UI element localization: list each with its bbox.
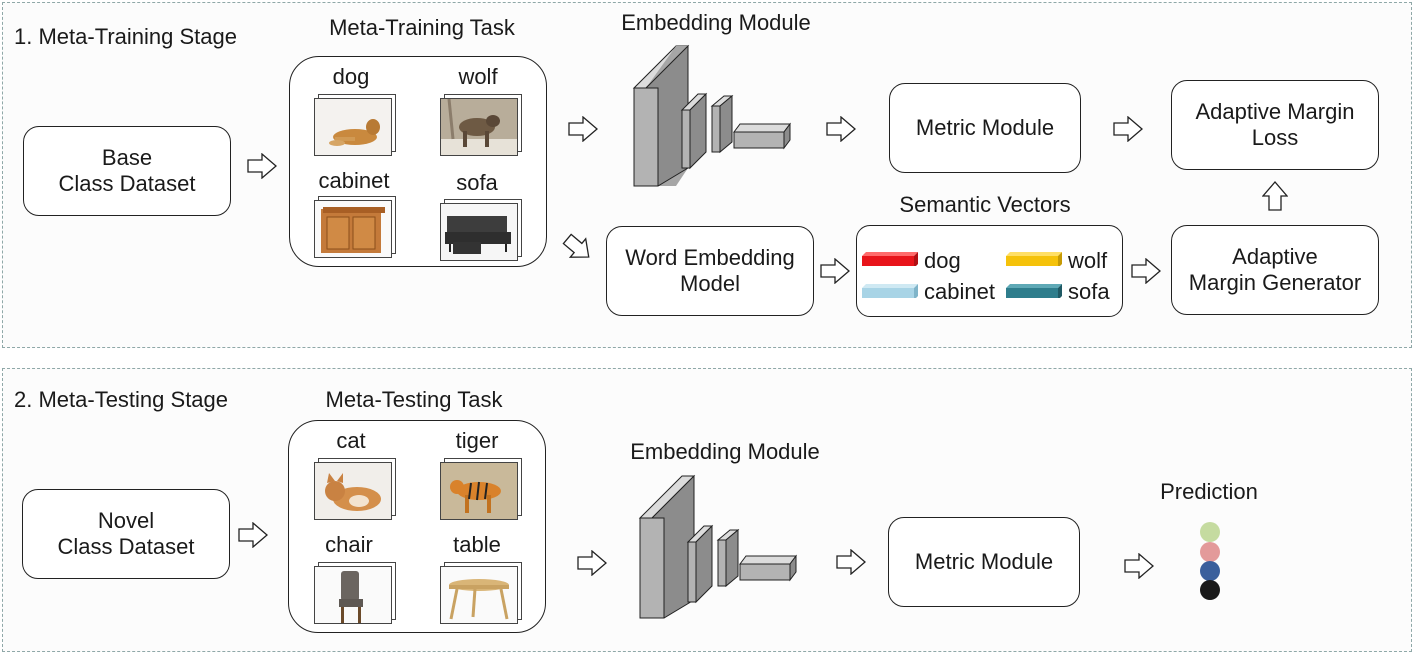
arrow-icon xyxy=(836,549,866,575)
class-label-sofa: sofa xyxy=(456,170,498,195)
semantic-vector-cabinet xyxy=(862,284,918,298)
arrow-icon xyxy=(1113,116,1143,142)
cabinet-image xyxy=(314,196,396,258)
arrow-down-right-icon xyxy=(562,233,590,258)
prediction-dot-4 xyxy=(1200,580,1220,600)
embedding-module-title: Embedding Module xyxy=(630,439,820,464)
meta-testing-stage-title: 2. Meta-Testing Stage xyxy=(14,387,229,412)
semantic-vector-sofa xyxy=(1006,284,1062,298)
sofa-image xyxy=(440,199,522,261)
cat-image xyxy=(314,458,396,520)
class-label-cat: cat xyxy=(336,428,366,453)
prediction-dot-1 xyxy=(1200,522,1220,542)
dog-image xyxy=(314,94,396,156)
prediction-title: Prediction xyxy=(1160,479,1258,504)
semantic-vector-label-dog: dog xyxy=(924,248,961,273)
arrow-icon xyxy=(577,550,607,576)
meta-training-stage-title: 1. Meta-Training Stage xyxy=(14,24,237,49)
class-label-cabinet: cabinet xyxy=(318,168,390,193)
novel-class-dataset-box: Novel Class Dataset xyxy=(22,489,230,579)
semantic-vector-label-cabinet: cabinet xyxy=(924,279,995,304)
embedding-module-blocks xyxy=(638,474,797,619)
prediction-dot-3 xyxy=(1200,561,1220,581)
class-label-dog: dog xyxy=(332,64,370,89)
arrow-icon xyxy=(238,522,268,548)
arrow-icon xyxy=(1124,553,1154,579)
arrow-icon xyxy=(826,116,856,142)
adaptive-margin-generator-box: Adaptive Margin Generator xyxy=(1171,225,1379,315)
metric-module-box: Metric Module xyxy=(888,517,1080,607)
table-image xyxy=(440,562,522,624)
semantic-vector-wolf xyxy=(1006,252,1062,266)
semantic-vector-dog xyxy=(862,252,918,266)
arrow-icon xyxy=(247,153,277,179)
class-label-tiger: tiger xyxy=(455,428,499,453)
arrow-icon xyxy=(1131,258,1161,284)
semantic-vector-label-sofa: sofa xyxy=(1068,279,1110,304)
class-label-wolf: wolf xyxy=(458,64,498,89)
semantic-vectors-box xyxy=(856,225,1123,317)
class-label-table: table xyxy=(453,532,501,557)
prediction-dot-2 xyxy=(1200,542,1220,562)
arrow-icon xyxy=(820,258,850,284)
meta-testing-task-title: Meta-Testing Task xyxy=(325,387,503,412)
semantic-vector-label-wolf: wolf xyxy=(1068,248,1108,273)
meta-testing-stage-panel xyxy=(2,368,1412,652)
arrow-up-icon xyxy=(1262,181,1288,211)
adaptive-margin-loss-box: Adaptive Margin Loss xyxy=(1171,80,1379,170)
embedding-module-blocks xyxy=(632,44,791,187)
tiger-image xyxy=(440,458,522,520)
base-class-dataset-box: Base Class Dataset xyxy=(23,126,231,216)
chair-image xyxy=(314,562,396,624)
embedding-module-title: Embedding Module xyxy=(621,10,811,35)
arrow-icon xyxy=(568,116,598,142)
metric-module-box: Metric Module xyxy=(889,83,1081,173)
meta-training-task-title: Meta-Training Task xyxy=(329,15,515,40)
word-embedding-model-box: Word Embedding Model xyxy=(606,226,814,316)
class-label-chair: chair xyxy=(325,532,373,557)
wolf-image xyxy=(440,94,522,156)
semantic-vectors-title: Semantic Vectors xyxy=(899,192,1071,217)
